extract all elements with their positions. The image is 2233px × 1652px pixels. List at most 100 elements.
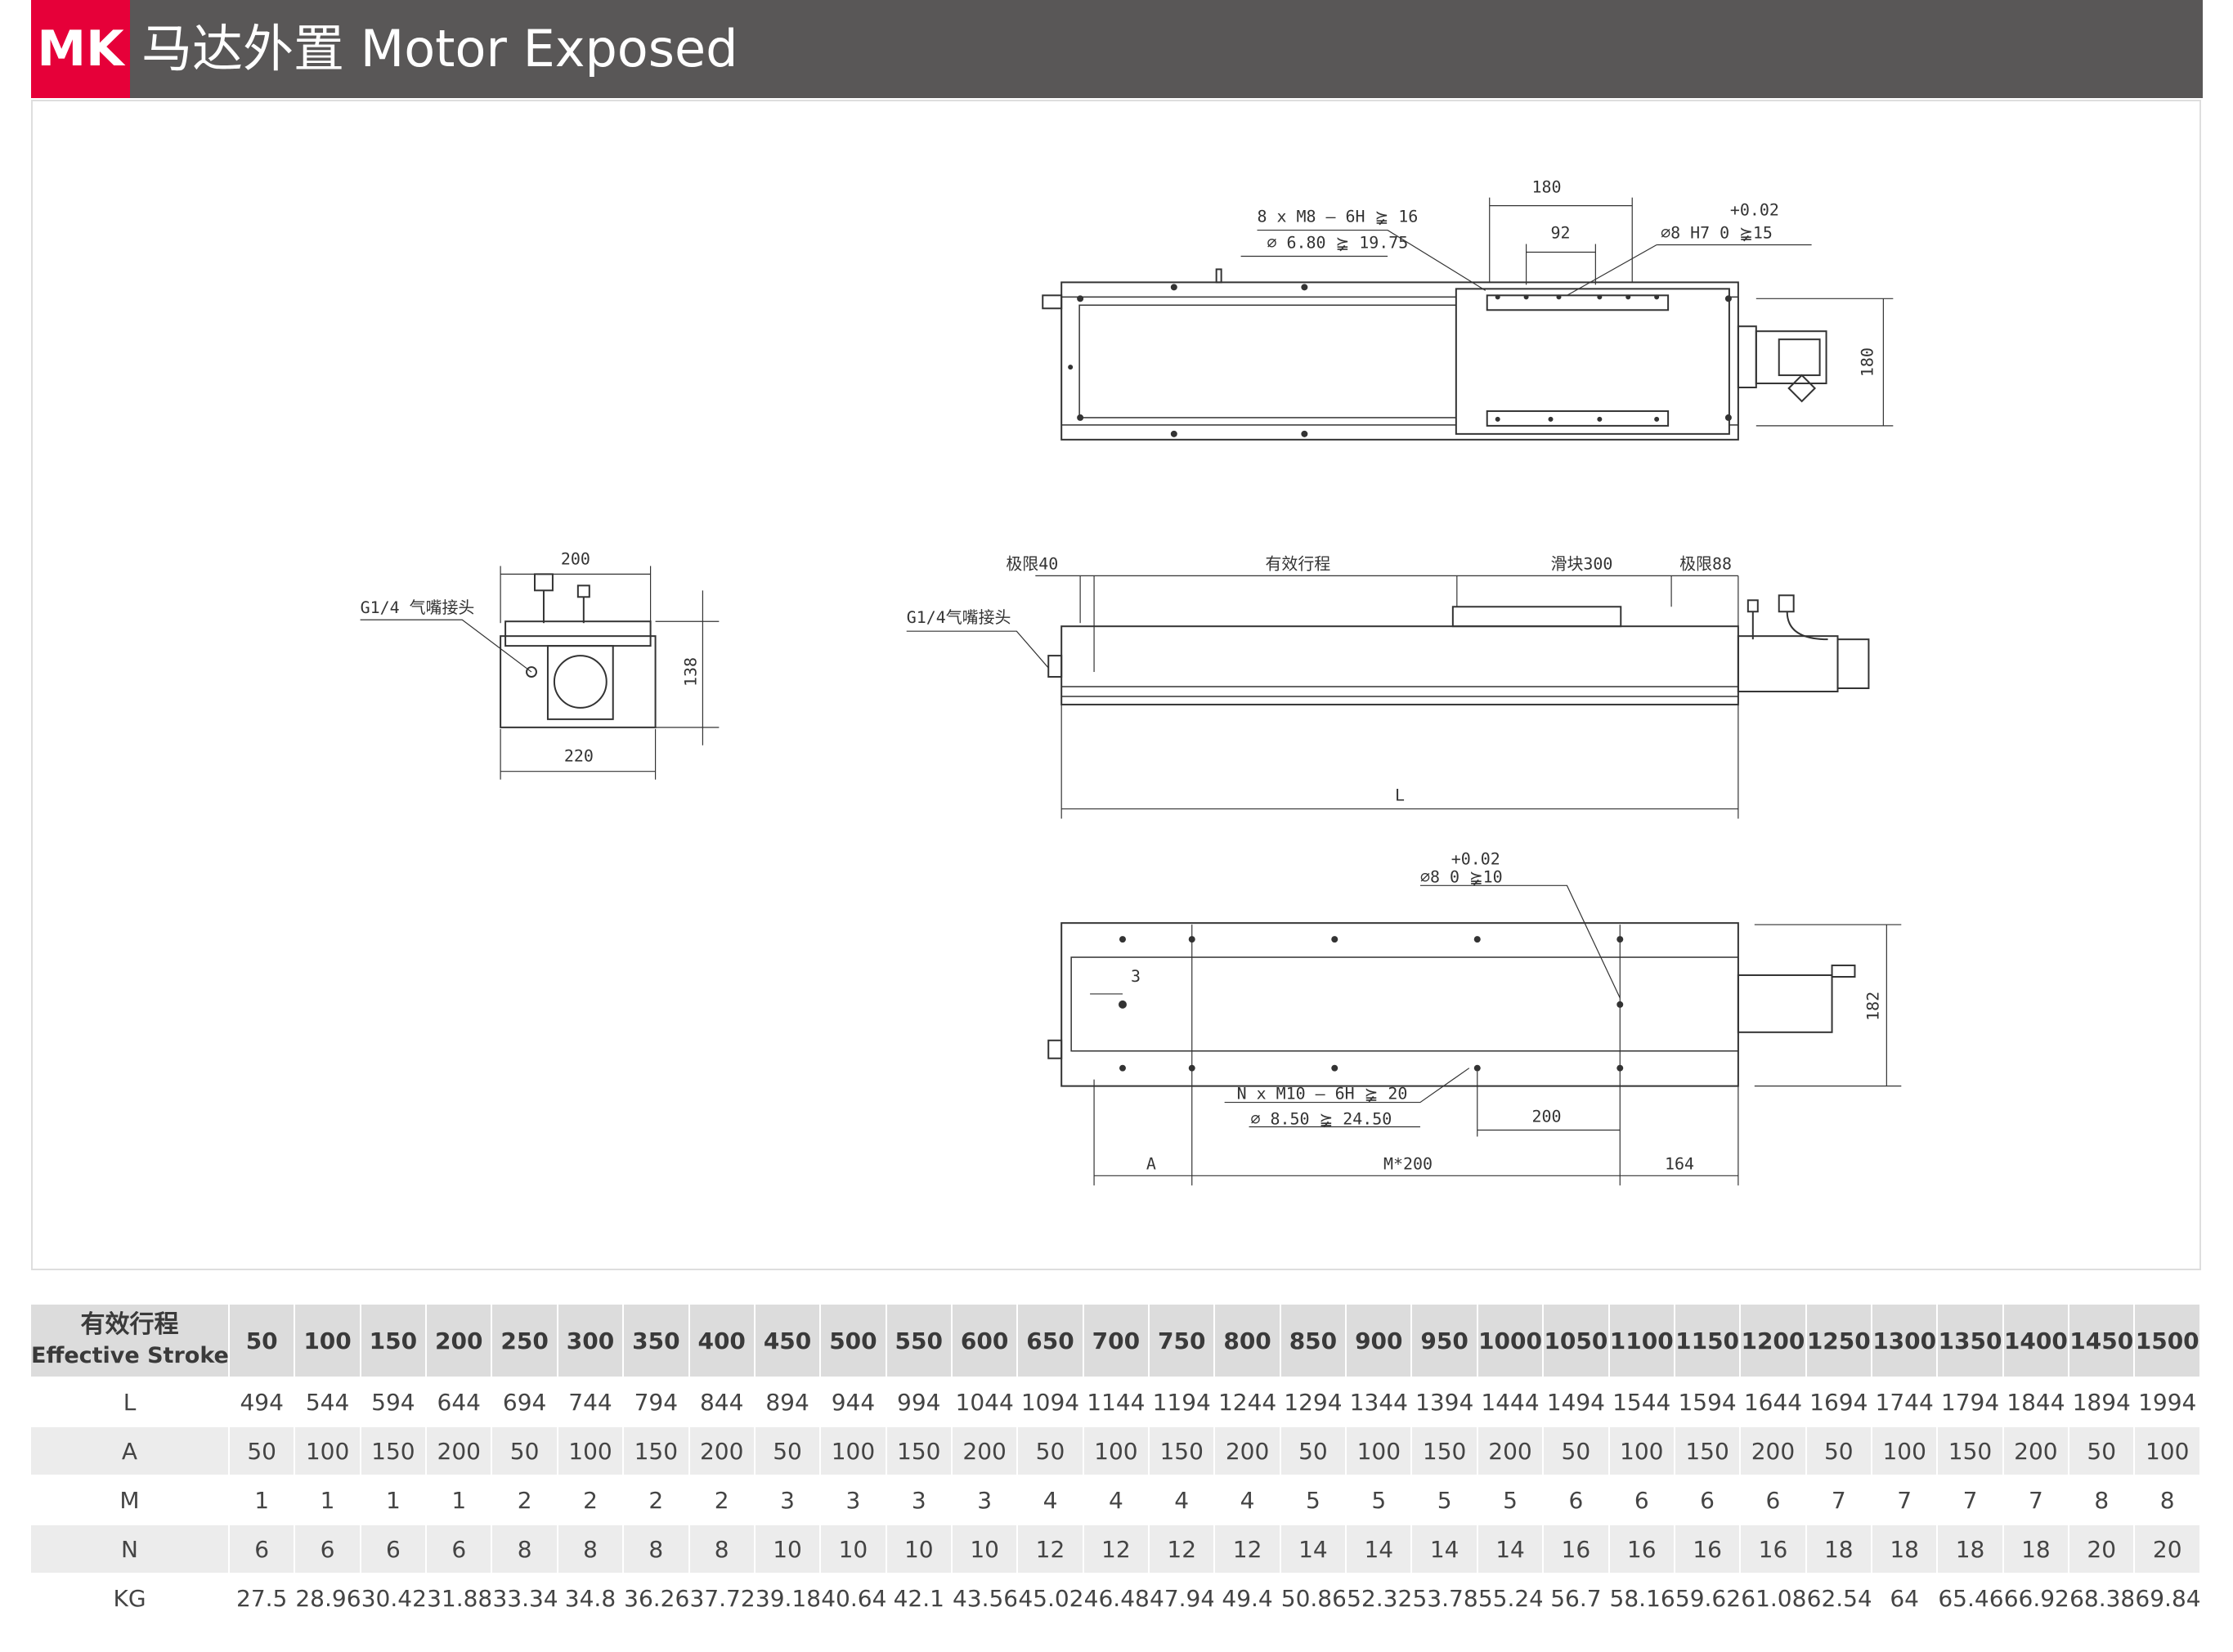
table-cell: 844 (688, 1377, 756, 1426)
table-cell: 2 (688, 1475, 756, 1524)
stroke-header-cell: 1050 (1543, 1305, 1610, 1377)
table-cell: 494 (229, 1377, 296, 1426)
stroke-header-cell: 450 (754, 1305, 822, 1377)
table-cell: 18 (1805, 1524, 1872, 1574)
table-cell: 6 (1740, 1475, 1807, 1524)
stroke-header-cell: 150 (360, 1305, 428, 1377)
table-cell: 6 (1608, 1475, 1675, 1524)
table-cell: 14 (1346, 1524, 1413, 1574)
top-dim-92: 92 (1550, 223, 1570, 243)
bottom-dim-M200: M*200 (1383, 1153, 1433, 1173)
table-cell: 6 (1674, 1475, 1742, 1524)
top-height-180: 180 (1857, 347, 1877, 377)
technical-drawing-panel: 180 92 8 x M8 — 6H ⪶ 16 ⌀ 6.80 ⪶ 19.75 +… (31, 100, 2201, 1270)
table-cell: 4 (1083, 1475, 1150, 1524)
table-cell: 8 (2134, 1475, 2201, 1524)
stroke-header-cell: 1400 (2002, 1305, 2070, 1377)
table-cell: 5 (1346, 1475, 1413, 1524)
end-view (360, 566, 720, 780)
table-cell: 7 (2002, 1475, 2070, 1524)
table-cell: 12 (1083, 1524, 1150, 1574)
table-cell: 37.72 (688, 1573, 756, 1622)
bottom-view (1047, 884, 1902, 1186)
table-cell: 200 (1214, 1426, 1281, 1475)
stroke-header-cell: 1500 (2134, 1305, 2201, 1377)
top-view (1042, 197, 1894, 441)
table-cell: 39.18 (754, 1573, 822, 1622)
table-cell: 1144 (1083, 1377, 1150, 1426)
table-cell: 1744 (1871, 1377, 1939, 1426)
table-cell: 2 (491, 1475, 558, 1524)
bottom-pin-spec: ⌀8 0 ⪶10 (1420, 866, 1503, 886)
top-dim-180: 180 (1532, 177, 1562, 197)
table-cell: 8 (557, 1524, 625, 1574)
table-cell: 34.8 (557, 1573, 625, 1622)
table-cell: 20 (2134, 1524, 2201, 1574)
table-cell: 36.26 (623, 1573, 690, 1622)
page-title: 马达外置 Motor Exposed (141, 19, 738, 78)
table-cell: 1 (229, 1475, 296, 1524)
table-cell: 8 (623, 1524, 690, 1574)
side-air-label: G1/4气嘴接头 (907, 607, 1011, 627)
stroke-header-cell: 1250 (1805, 1305, 1872, 1377)
table-cell: 7 (1871, 1475, 1939, 1524)
table-cell: 7 (1937, 1475, 2004, 1524)
table-cell: 100 (557, 1426, 625, 1475)
stroke-header-cell: 1300 (1871, 1305, 1939, 1377)
table-cell: 1694 (1805, 1377, 1872, 1426)
side-stroke-label: 有效行程 (1265, 553, 1330, 573)
table-cell: 3 (754, 1475, 822, 1524)
table-cell: 1794 (1937, 1377, 2004, 1426)
stroke-header-cell: 200 (426, 1305, 493, 1377)
table-cell: 150 (886, 1426, 953, 1475)
table-cell: 150 (1411, 1426, 1478, 1475)
table-cell: 1344 (1346, 1377, 1413, 1426)
table-cell: 200 (1740, 1426, 1807, 1475)
end-dim-220: 220 (564, 746, 594, 766)
table-cell: 10 (886, 1524, 953, 1574)
table-cell: 12 (1149, 1524, 1216, 1574)
table-cell: 50 (1017, 1426, 1084, 1475)
side-slider-label: 滑块300 (1551, 553, 1613, 573)
table-cell: 1294 (1280, 1377, 1347, 1426)
table-cell: 40.64 (820, 1573, 887, 1622)
table-cell: 8 (2069, 1475, 2136, 1524)
table-cell: 3 (951, 1475, 1019, 1524)
table-cell: 12 (1214, 1524, 1281, 1574)
table-cell: 55.24 (1477, 1573, 1545, 1622)
top-pin-spec: ⌀8 H7 0 ⪶15 (1661, 223, 1773, 243)
stroke-header-cell: 1350 (1937, 1305, 2004, 1377)
end-air-label: G1/4 气嘴接头 (361, 598, 475, 617)
table-cell: 16 (1543, 1524, 1610, 1574)
table-cell: 944 (820, 1377, 887, 1426)
bottom-height-182: 182 (1863, 992, 1882, 1021)
table-cell: 200 (951, 1426, 1019, 1475)
table-cell: 52.32 (1346, 1573, 1413, 1622)
table-cell: 150 (360, 1426, 428, 1475)
table-cell: 10 (820, 1524, 887, 1574)
stroke-header-cell: 400 (688, 1305, 756, 1377)
table-cell: 61.08 (1740, 1573, 1807, 1622)
table-cell: 5 (1411, 1475, 1478, 1524)
table-cell: 100 (820, 1426, 887, 1475)
table-cell: 2 (623, 1475, 690, 1524)
bottom-dim-200: 200 (1532, 1107, 1562, 1126)
top-hole-spec-1: 8 x M8 — 6H ⪶ 16 (1258, 207, 1419, 226)
table-cell: 6 (360, 1524, 428, 1574)
table-cell: 1094 (1017, 1377, 1084, 1426)
table-cell: 18 (1937, 1524, 2004, 1574)
table-cell: 50 (754, 1426, 822, 1475)
table-cell: 50 (1280, 1426, 1347, 1475)
table-cell: 12 (1017, 1524, 1084, 1574)
table-cell: 50 (491, 1426, 558, 1475)
table-cell: 544 (294, 1377, 361, 1426)
stroke-header-cell: 600 (951, 1305, 1019, 1377)
table-cell: 64 (1871, 1573, 1939, 1622)
row-label: A (31, 1426, 230, 1475)
table-cell: 46.48 (1083, 1573, 1150, 1622)
table-cell: 65.46 (1937, 1573, 2004, 1622)
stroke-header-zh: 有效行程 (80, 1310, 179, 1339)
